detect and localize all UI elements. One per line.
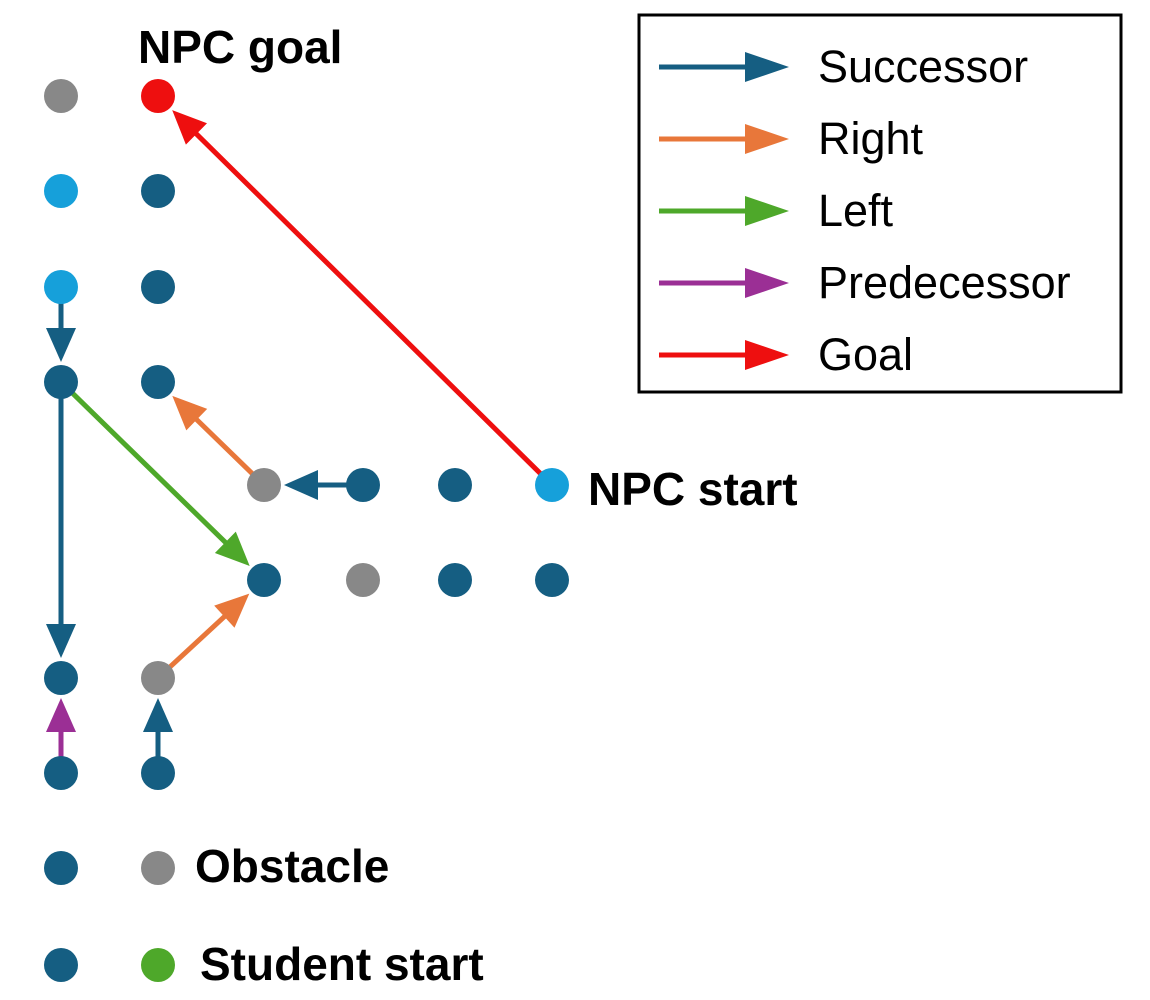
obstacle-node: [346, 563, 380, 597]
successor-edge-arrow: [46, 397, 76, 658]
legend-left-arrow: [659, 196, 789, 226]
npc-start-node: [44, 174, 78, 208]
obstacle-node: [247, 468, 281, 502]
predecessor-edge-arrow: [46, 698, 76, 758]
right-edge-arrow: [172, 395, 255, 477]
legend-right-arrow: [659, 124, 789, 154]
legend-successor-arrow: [659, 52, 789, 82]
nodes-layer: [44, 79, 569, 982]
obstacle-node: [44, 79, 78, 113]
npc-goal-label: NPC goal: [138, 21, 342, 73]
legend-predecessor-label: Predecessor: [818, 257, 1071, 308]
successor-edge-arrow: [143, 698, 173, 758]
legend-goal-label: Goal: [818, 329, 913, 380]
node-node: [438, 563, 472, 597]
edges-layer: [46, 110, 544, 758]
legend-successor-label: Successor: [818, 41, 1028, 92]
student-start-key-marker: [141, 948, 175, 982]
npc-start-node: [535, 468, 569, 502]
node-node: [141, 365, 175, 399]
node-node: [44, 365, 78, 399]
goal-edge-arrow: [172, 110, 544, 477]
npc-start-node: [44, 270, 78, 304]
successor-edge-arrow: [46, 302, 76, 362]
legend-box: [637, 13, 1123, 394]
node-node: [141, 756, 175, 790]
node-node: [247, 563, 281, 597]
obstacle-key-label: Obstacle: [195, 840, 389, 892]
node-node: [141, 270, 175, 304]
legend-predecessor-arrow: [659, 268, 789, 298]
node-node: [44, 661, 78, 695]
node-node: [141, 174, 175, 208]
node-node: [44, 756, 78, 790]
right-edge-arrow: [167, 593, 250, 670]
node-node: [346, 468, 380, 502]
legend-left-label: Left: [818, 185, 894, 236]
npc-goal-node: [141, 79, 175, 113]
node-node: [44, 851, 78, 885]
node-node: [44, 948, 78, 982]
legend-goal-arrow: [659, 340, 789, 370]
legend-right-label: Right: [818, 113, 924, 164]
obstacle-key-marker: [141, 851, 175, 885]
left-edge-arrow: [69, 390, 250, 566]
npc-start-label: NPC start: [588, 463, 798, 515]
node-node: [438, 468, 472, 502]
student-start-key-label: Student start: [200, 938, 484, 990]
successor-edge-arrow: [284, 470, 348, 500]
node-node: [535, 563, 569, 597]
obstacle-node: [141, 661, 175, 695]
